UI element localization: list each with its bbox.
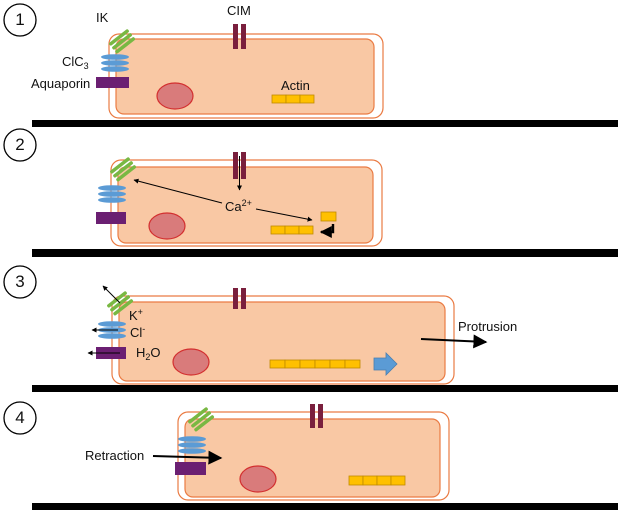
actin-monomer (320, 211, 337, 222)
calcium-to-ik-arrow (133, 178, 223, 204)
actin-label: Actin (281, 78, 310, 93)
step-number-3: 3 (15, 272, 25, 291)
calcium-superscript: 2+ (241, 198, 252, 208)
protrusion-label: Protrusion (458, 319, 518, 334)
step-circle-2 (3, 128, 37, 162)
substrate-2 (32, 249, 618, 257)
chloride-superscript: - (142, 324, 146, 334)
aquaporin-channel (175, 462, 206, 475)
clc3-label: ClC3 (62, 54, 89, 71)
chloride-label: Cl- (130, 324, 146, 340)
ik-channel (188, 407, 215, 432)
actin-filament (348, 475, 406, 486)
cim-channel (233, 288, 246, 309)
aquaporin-label: Aquaporin (31, 76, 91, 91)
polymerization-arrow (319, 224, 335, 238)
clc-subscript: 3 (83, 61, 89, 71)
cim-label: CIM (227, 3, 251, 18)
step-number-2: 2 (15, 135, 25, 154)
potassium-efflux-arrow (102, 285, 121, 304)
calcium-to-actin-arrow (255, 208, 313, 222)
nucleus (156, 82, 194, 110)
ik-channel (110, 157, 137, 182)
aquaporin-channel (96, 212, 126, 224)
calcium-label: Ca2+ (225, 198, 252, 214)
step-number-4: 4 (15, 408, 25, 427)
actin-filament (269, 359, 361, 369)
step-number-1: 1 (15, 10, 25, 29)
calcium-text: Ca (225, 199, 242, 214)
potassium-superscript: + (137, 307, 143, 317)
cim-channel (233, 152, 246, 179)
water-h: H (136, 345, 146, 360)
aquaporin-channel (96, 77, 129, 88)
actin-filament (270, 225, 314, 235)
protrusion-direction-arrow (373, 352, 398, 376)
step-circle-1 (3, 3, 37, 37)
clc3-channel (98, 185, 126, 203)
nucleus (239, 465, 277, 493)
cim-channel (233, 24, 246, 49)
actin-filament (271, 94, 315, 104)
potassium-text: K (129, 308, 138, 323)
step-circle-4 (3, 401, 37, 435)
substrate-3 (32, 385, 618, 392)
water-subscript: 2 (145, 352, 151, 362)
clc-text: ClC (62, 54, 84, 69)
nucleus (148, 212, 186, 240)
clc3-channel (178, 436, 206, 454)
protrusion-arrow (420, 334, 488, 349)
ik-channel (109, 29, 136, 54)
water-o: O (150, 345, 161, 360)
water-label: H2O (136, 345, 161, 362)
potassium-label: K+ (129, 307, 143, 323)
substrate-1 (32, 120, 618, 127)
cell-body (115, 38, 375, 115)
cim-channel (310, 404, 323, 428)
retraction-arrow (152, 450, 223, 465)
step-circle-3 (3, 265, 37, 299)
clc3-channel (101, 54, 129, 72)
ik-label: IK (96, 10, 109, 25)
cell-body (118, 301, 446, 382)
chloride-text: Cl (130, 325, 143, 340)
substrate-4 (32, 503, 618, 510)
retraction-label: Retraction (85, 448, 145, 463)
nucleus (172, 348, 210, 376)
